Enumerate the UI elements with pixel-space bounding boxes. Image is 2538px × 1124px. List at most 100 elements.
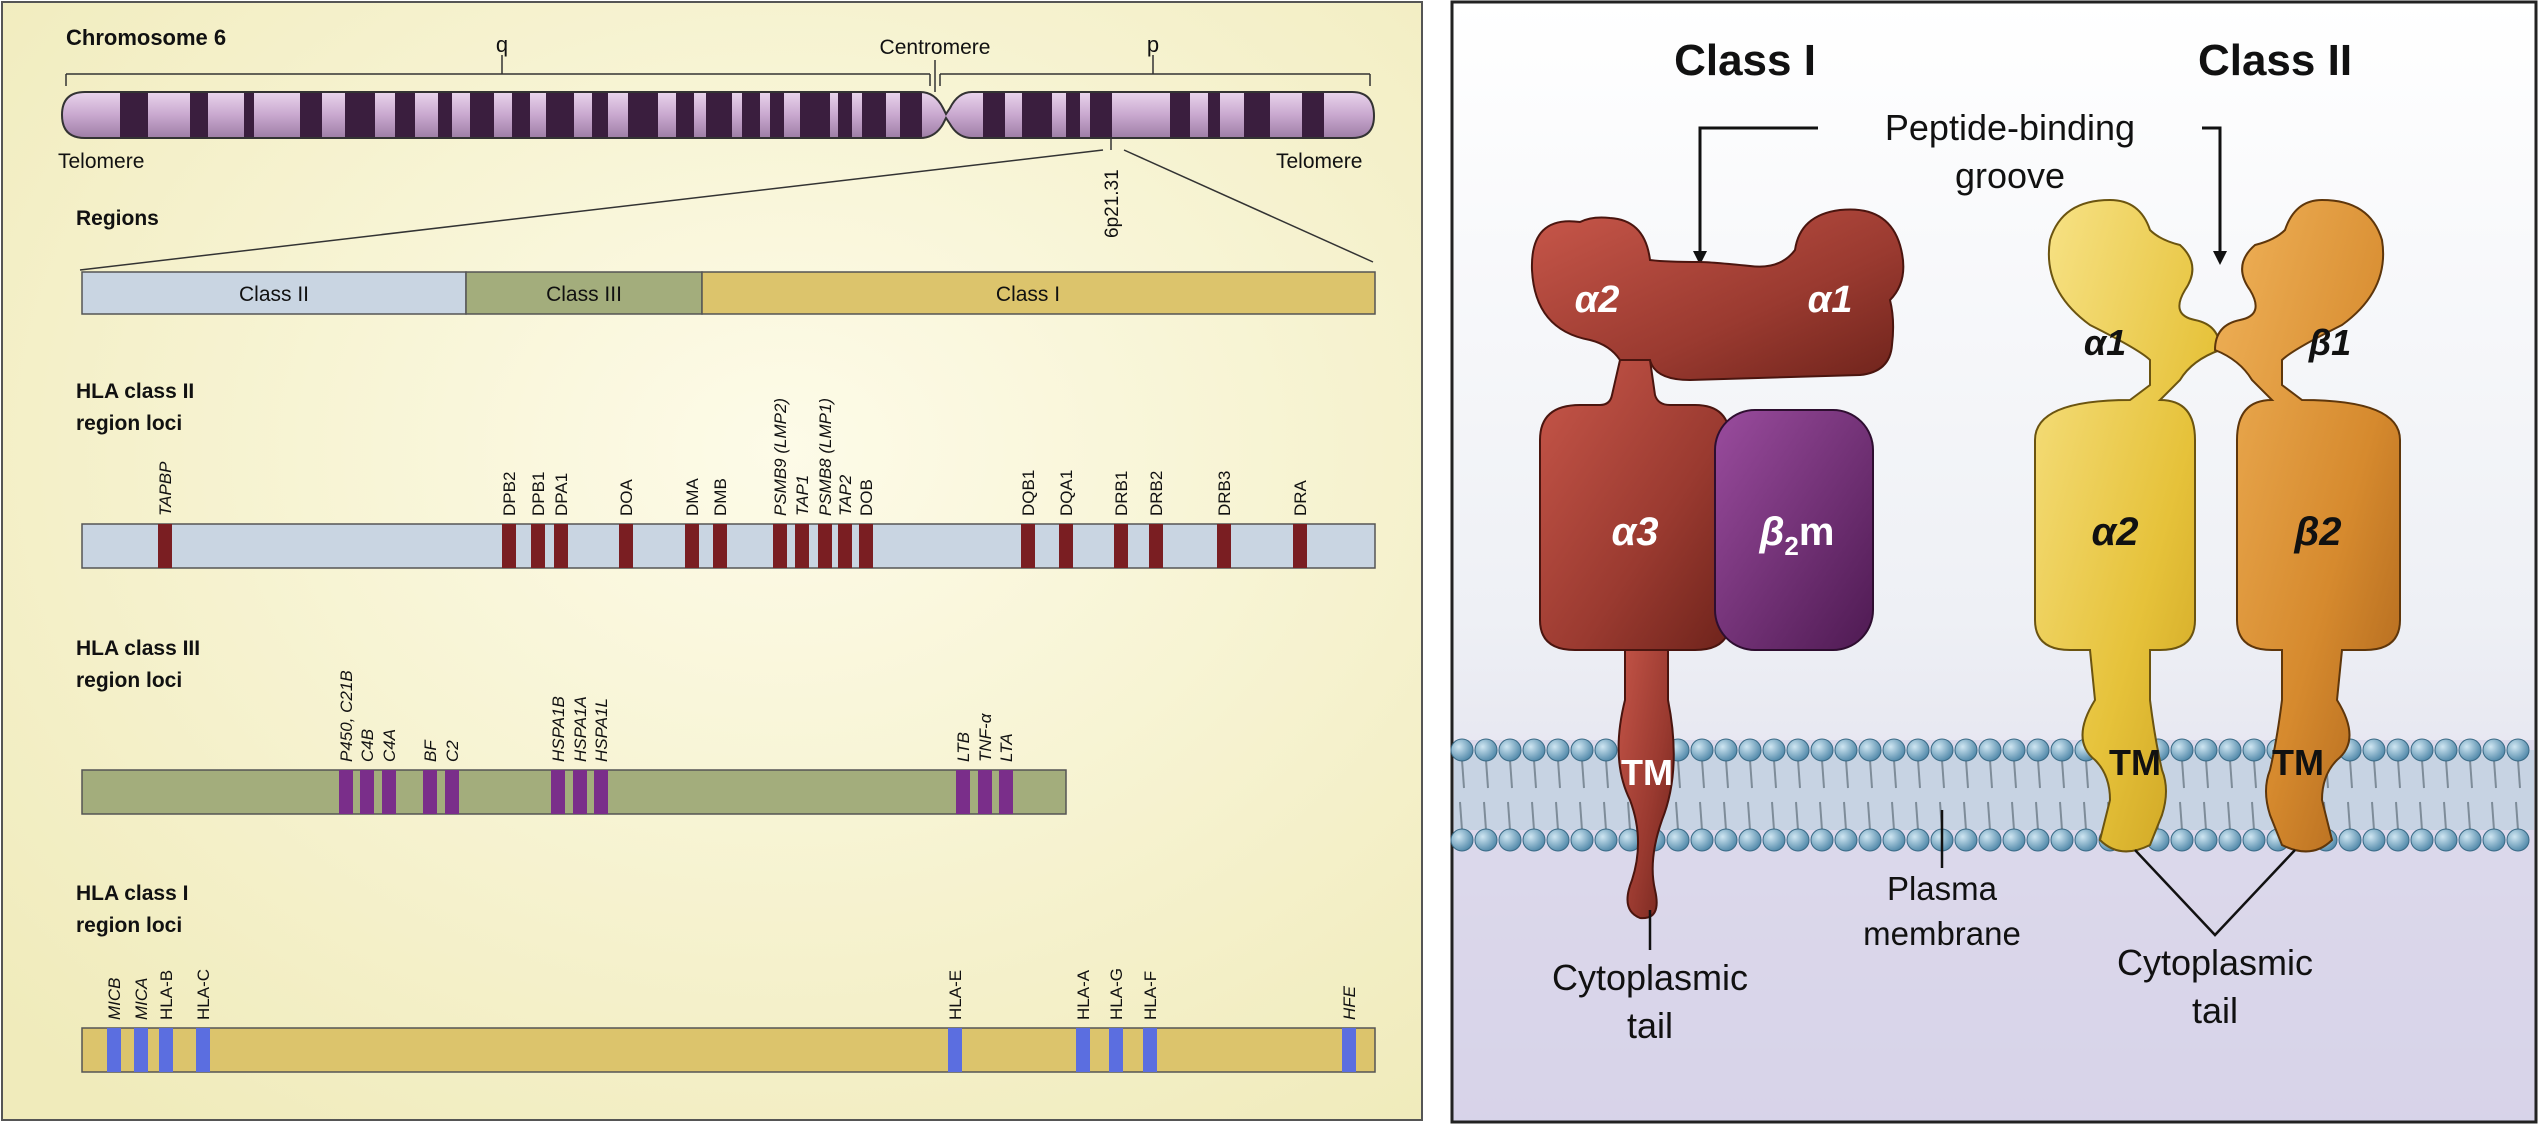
locus-marker [1059,524,1073,568]
locus-label: DQA1 [1057,470,1076,516]
beta2-microglobulin [1714,409,1874,651]
plasma-membrane [1450,738,2534,852]
locus-label: DPB2 [500,472,519,516]
locus-marker [999,770,1013,814]
locus-marker [685,524,699,568]
locus-marker [423,770,437,814]
hla-gene-map-panel: Chromosome 6 q p Centromere Telomere Tel… [1,1,1423,1121]
locus-label: DMA [683,478,702,516]
region-class3-label: Class III [546,283,622,306]
class2-a2-label: α2 [2091,510,2138,554]
class1-alpha1-alpha2-domains [1530,208,1905,382]
locus-marker [859,524,873,568]
chromosome-band [1066,92,1080,138]
chromosome-band [470,92,494,138]
chromosome-band [770,92,784,138]
chromosome-band [676,92,694,138]
class2-tail-label-line2: tail [2192,990,2238,1031]
class1-tm-tail [1617,619,1675,920]
locus-label: TAPBP [156,461,175,516]
class2-loci-heading-line2: region loci [76,412,182,435]
locus-marker [1149,524,1163,568]
locus-label: LTB [954,732,973,762]
locus-label: DRB1 [1112,471,1131,516]
class2-tail-label-line1: Cytoplasmic [2117,942,2313,983]
locus-label: DPA1 [552,473,571,516]
locus-label: MICB [105,978,124,1021]
class1-alpha3-domain [1539,359,1731,651]
class1-tm-label: TM [1621,752,1673,793]
locus-marker [713,524,727,568]
locus-marker [196,1028,210,1072]
centromere-label: Centromere [880,36,991,59]
class3-loci-heading-line1: HLA class III [76,637,200,660]
locus-label: HLA-B [157,970,176,1020]
class2-a1-label: α1 [2084,322,2126,363]
chromosome-band [1244,92,1270,138]
chromosome-band [1170,92,1190,138]
chromosome-band [1022,92,1052,138]
class1-a1-label: α1 [1808,279,1853,321]
locus-marker [956,770,970,814]
chromosome-band [438,92,452,138]
locus-label: TNF-α [976,712,995,762]
class1-loci-heading-line2: region loci [76,914,182,937]
locus-marker [1217,524,1231,568]
locus-label: HLA-G [1107,968,1126,1020]
class2-loci-bar [81,523,1376,569]
telomere-left-label: Telomere [58,150,144,173]
locus-label: TAP1 [793,475,812,516]
locus-label: HLA-F [1141,971,1160,1020]
class2-molecule: α1 β1 α2 β2 TM TM [2034,198,2401,853]
band-label: 6p21.31 [1102,169,1123,238]
locus-marker [773,524,787,568]
locus-marker [382,770,396,814]
locus-marker [594,770,608,814]
chromosome-band [628,92,658,138]
membrane-label-line2: membrane [1863,915,2021,952]
chromosome-band [300,92,322,138]
locus-marker [1021,524,1035,568]
groove-arrow-class1 [1693,126,1818,265]
arm-q-label: q [496,32,508,57]
class1-a2-label: α2 [1575,279,1620,321]
chromosome-band [838,92,852,138]
locus-label: BF [421,739,440,762]
groove-label-line1: Peptide-binding [1885,107,2135,148]
chromosome-band [120,92,148,138]
locus-label: DOA [617,479,636,517]
locus-label: DMB [711,478,730,516]
locus-marker [107,1028,121,1072]
locus-marker [339,770,353,814]
class3-loci-heading-line2: region loci [76,669,182,692]
class1-tail-label-line1: Cytoplasmic [1552,957,1748,998]
locus-label: C4B [358,729,377,762]
chromosome-6-ideogram [60,91,1376,139]
locus-label: DOB [857,479,876,516]
locus-marker [818,524,832,568]
class2-b2-label: β2 [2293,510,2341,554]
locus-marker [573,770,587,814]
chromosome-band [592,92,608,138]
locus-marker [1114,524,1128,568]
arm-p-label: p [1147,32,1159,57]
locus-label: HSPA1B [549,696,568,762]
class1-loci-bar [81,1027,1376,1073]
chromosome-band [706,92,732,138]
chromosome-title: Chromosome 6 [66,25,226,50]
chromosome-band [1302,92,1324,138]
class1-tail-label-line2: tail [1627,1005,1673,1046]
locus-label: DRA [1291,479,1310,516]
region-class1 [701,271,1376,315]
region-class2 [81,271,467,315]
class1-loci-heading-line1: HLA class I [76,882,188,905]
class2-beta-chain [2213,198,2401,853]
locus-marker [445,770,459,814]
chromosome-band [395,92,415,138]
class2-tm-beta-label: TM [2272,742,2324,783]
locus-marker [1143,1028,1157,1072]
chromosome-band [1090,92,1112,138]
